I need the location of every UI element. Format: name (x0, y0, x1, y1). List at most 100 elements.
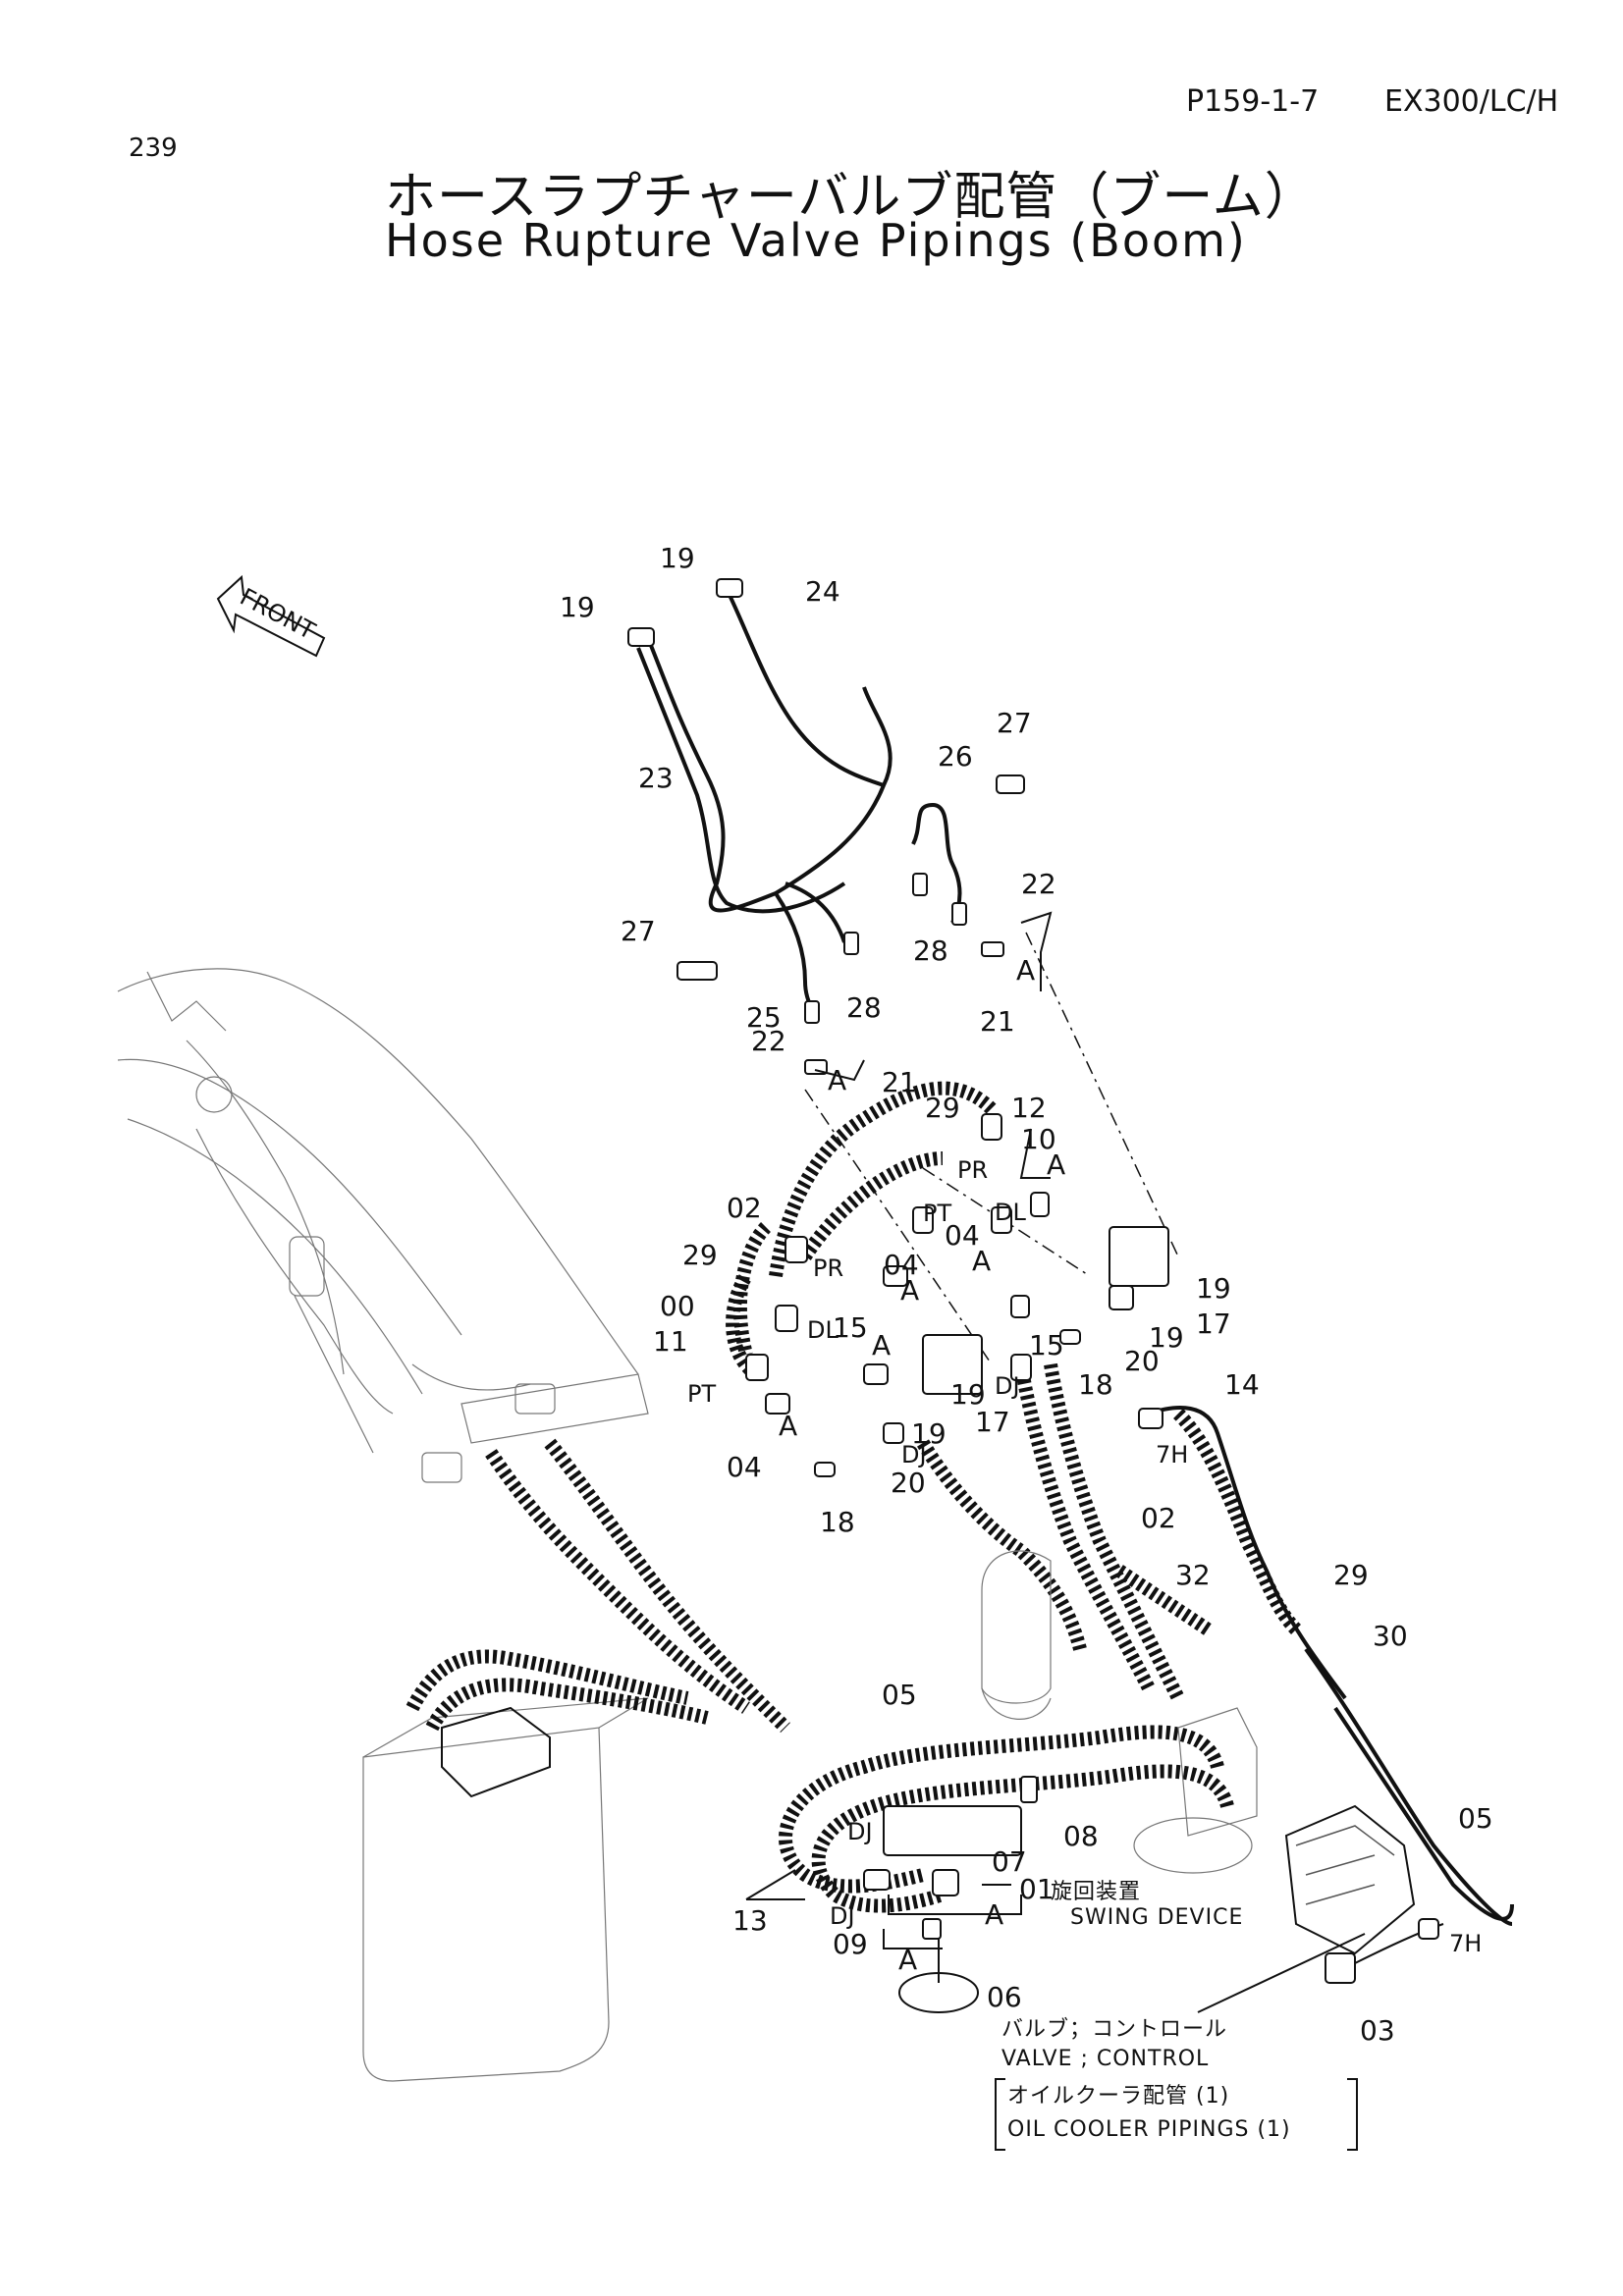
callout-04: 04 (884, 1249, 919, 1281)
bracket-13 (745, 1869, 805, 1900)
title-japanese: ホースラプチャーバルブ配管（ブーム） (385, 168, 1317, 227)
callout-19: 19 (1149, 1321, 1184, 1354)
bracket-a-left (814, 1059, 865, 1082)
swing-device (981, 1550, 1258, 1874)
title-english: Hose Rupture Valve Pipings (Boom) (385, 214, 1247, 267)
callout-29: 29 (1333, 1559, 1369, 1591)
callout-19: 19 (911, 1417, 947, 1450)
hose-02-lower-b (1044, 1362, 1185, 1702)
swing-device-jp: 旋回装置 (1051, 1880, 1141, 1904)
callout-26: 26 (938, 740, 973, 773)
callout-06: 06 (987, 1981, 1022, 2013)
pipe-23 (646, 637, 893, 913)
callout-7h: 7H (1449, 1930, 1482, 1957)
callout-22: 22 (1021, 868, 1056, 900)
component-notes: 旋回装置 SWING DEVICE バルブ；コントロール VALVE ; CON… (995, 1880, 1358, 2151)
pipe-24 (725, 588, 885, 787)
callout-a: A (1047, 1148, 1065, 1181)
hose-32 (1115, 1565, 1212, 1635)
callout-19: 19 (660, 542, 695, 574)
callout-labels: 19 19 24 23 27 26 22 28 27 25 28 22 21 2… (560, 542, 1493, 2047)
callout-7h: 7H (1156, 1441, 1188, 1468)
pipe-25-b (784, 881, 846, 943)
callout-13: 13 (732, 1904, 768, 1937)
callout-00: 00 (660, 1290, 695, 1322)
callout-04: 04 (727, 1451, 762, 1483)
boom-hose-bundle-a (485, 1449, 750, 1714)
control-valve-en: VALVE ; CONTROL (1001, 2047, 1209, 2071)
callout-21: 21 (980, 1005, 1015, 1038)
bracket-a-09 (883, 1929, 943, 1949)
connector-line-b (804, 1089, 993, 1365)
connector-line-c (922, 1167, 1091, 1277)
control-valve-jp: バルブ；コントロール (1001, 2017, 1227, 2042)
hose-02-lower (1014, 1362, 1156, 1692)
hose-02-upper (799, 1151, 944, 1260)
callout-17: 17 (1196, 1308, 1231, 1340)
callout-27: 27 (621, 915, 656, 947)
callout-24: 24 (805, 575, 840, 608)
bracket-a-10 (1019, 1128, 1051, 1179)
hose-dj-long (916, 1439, 1087, 1651)
callout-a: A (828, 1064, 846, 1096)
callout-25: 25 (746, 1001, 782, 1034)
callout-27: 27 (997, 707, 1032, 739)
model-code: EX300/LC/H (1384, 84, 1559, 119)
callout-30: 30 (1373, 1620, 1408, 1652)
callout-pr: PR (957, 1156, 988, 1184)
leader-valve-note (1197, 1933, 1366, 2013)
callout-17: 17 (975, 1406, 1010, 1438)
callout-19: 19 (1196, 1272, 1231, 1305)
hose-13-a (779, 1725, 1224, 1894)
callout-dl: DL (807, 1316, 839, 1344)
callout-dj: DJ (830, 1902, 855, 1930)
front-arrow: FRONT (216, 574, 326, 658)
callout-pt: PT (923, 1200, 951, 1227)
boom-hose-bundle-b (544, 1438, 790, 1733)
callout-04: 04 (945, 1219, 980, 1252)
callout-a: A (872, 1329, 891, 1362)
connector-line-a (1025, 932, 1179, 1257)
callout-07: 07 (992, 1845, 1027, 1878)
reference-code: P159-1-7 (1186, 84, 1320, 119)
pipe-26 (911, 802, 962, 924)
pipe-30 (1304, 1647, 1513, 1926)
oil-cooler-jp: オイルクーラ配管 (1) (1007, 2084, 1229, 2109)
callout-11: 11 (653, 1325, 688, 1358)
callout-a: A (898, 1944, 917, 1976)
hydraulic-tank (362, 1697, 649, 2082)
callout-02: 02 (1141, 1502, 1176, 1534)
pipe-30-b (1333, 1706, 1514, 1921)
boom-outline (117, 968, 649, 1483)
fittings (627, 578, 1439, 2013)
callout-22: 22 (751, 1025, 786, 1057)
callout-29: 29 (925, 1092, 960, 1124)
callout-09: 09 (833, 1928, 868, 1960)
callout-18: 18 (1078, 1368, 1113, 1401)
callout-21: 21 (882, 1066, 917, 1098)
callout-14: 14 (1224, 1368, 1260, 1401)
callout-dj: DJ (995, 1372, 1020, 1400)
callout-18: 18 (820, 1506, 855, 1538)
hose-29-top (769, 1081, 997, 1277)
callout-dl: DL (995, 1199, 1026, 1226)
callout-a: A (900, 1274, 919, 1307)
callout-10: 10 (1021, 1123, 1056, 1155)
callout-05: 05 (1458, 1802, 1493, 1835)
callout-pt: PT (687, 1380, 716, 1408)
callout-19: 19 (950, 1378, 986, 1411)
callout-a: A (779, 1410, 797, 1442)
callout-05: 05 (882, 1679, 917, 1711)
tank-hose-a (406, 1649, 689, 1712)
page-number: 239 (129, 133, 178, 163)
callout-01: 01 (1019, 1873, 1055, 1905)
callout-19: 19 (560, 591, 595, 623)
callout-23: 23 (638, 762, 674, 794)
pipe-23-b (636, 647, 846, 914)
callout-20: 20 (1124, 1345, 1160, 1377)
callout-a: A (985, 1898, 1003, 1931)
callout-15: 15 (833, 1311, 868, 1344)
swing-device-en: SWING DEVICE (1070, 1905, 1243, 1930)
oil-cooler-en: OIL COOLER PIPINGS (1) (1007, 2117, 1291, 2142)
